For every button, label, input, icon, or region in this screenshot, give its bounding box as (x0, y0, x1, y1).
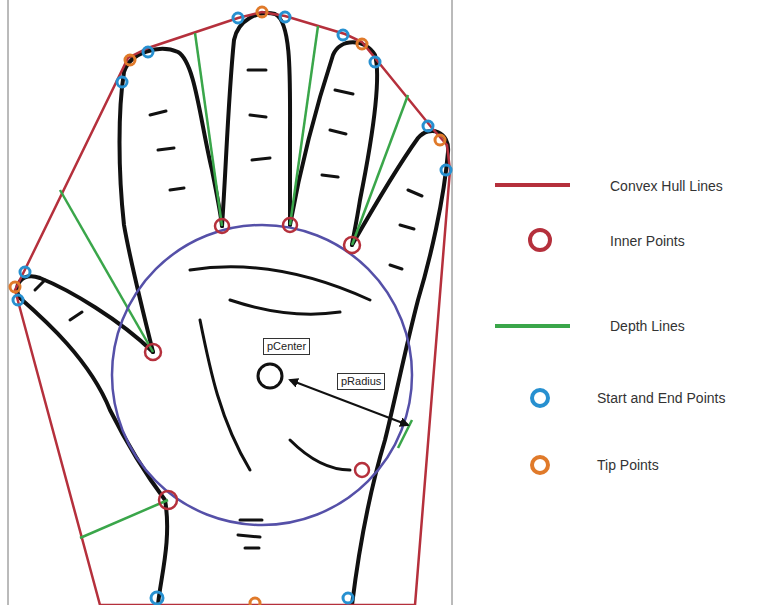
inner-points (145, 218, 369, 509)
frame-line (452, 0, 453, 605)
legend-text: Start and End Points (597, 390, 725, 406)
legend-text: Inner Points (610, 233, 685, 249)
hand-outline (17, 13, 448, 605)
center-point (258, 364, 282, 388)
legend-sample (495, 183, 570, 187)
legend-sample (495, 324, 570, 328)
legend-text: Convex Hull Lines (610, 178, 723, 194)
palm-lines (35, 70, 422, 548)
start-end-points (13, 12, 451, 604)
legend-sample (532, 390, 548, 406)
frame-line (8, 0, 9, 605)
label-box: pCenter (263, 338, 310, 355)
legend-sample (530, 230, 550, 250)
tip-points (10, 7, 445, 605)
legend-text: Depth Lines (610, 318, 685, 334)
label-text: pCenter (267, 340, 306, 353)
legend-sample (532, 457, 548, 473)
depth-lines (60, 26, 412, 538)
legend-text: Tip Points (597, 457, 659, 473)
label-text: pRadius (341, 375, 381, 388)
convex-hull (15, 12, 450, 605)
palm-circle (112, 225, 412, 525)
label-box: pRadius (337, 373, 385, 390)
